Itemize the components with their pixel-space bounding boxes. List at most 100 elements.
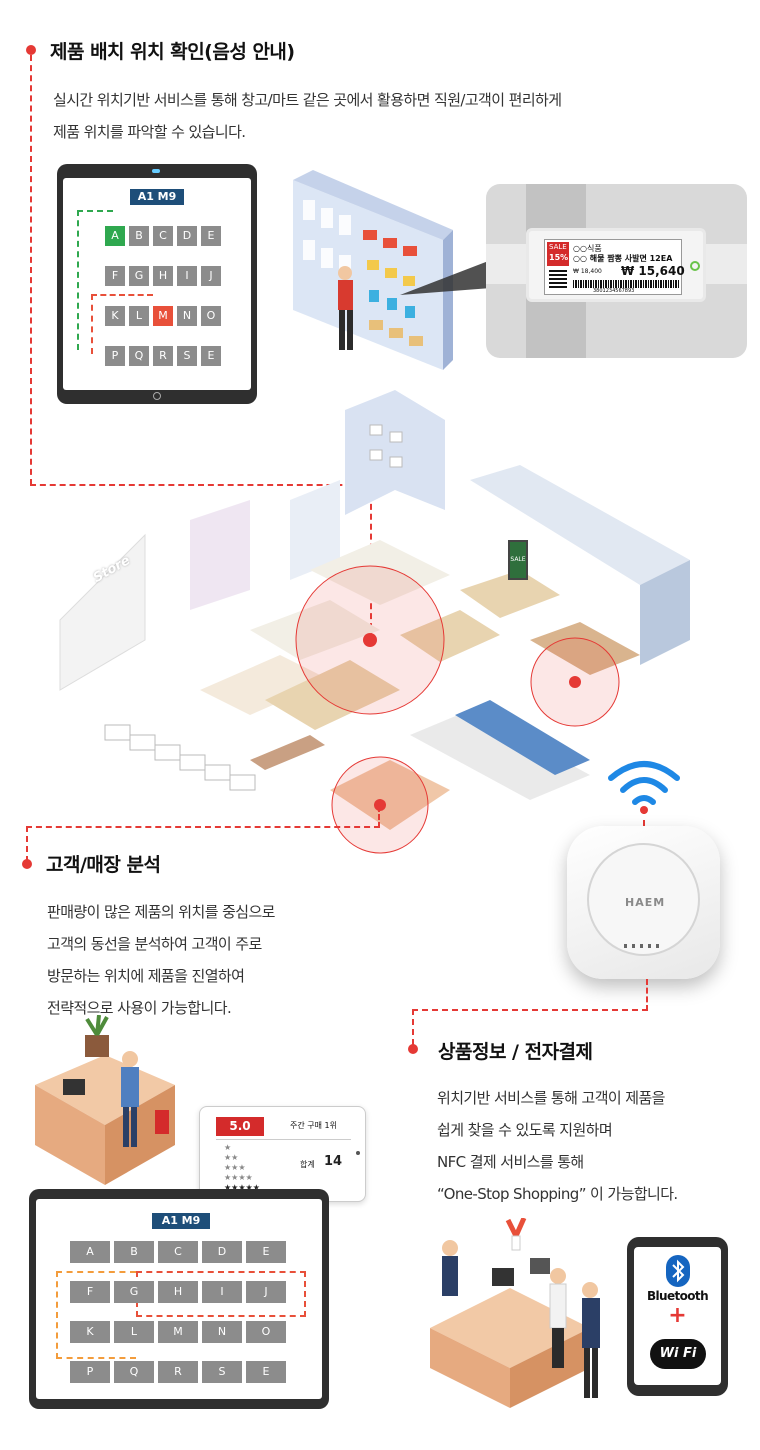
weekly-rank-card: 5.0 주간 구매 1위 ★ ★★ ★★★ ★★★★ ★★★★★ 합계 14 xyxy=(199,1106,366,1202)
shelf-cell[interactable]: N xyxy=(177,306,197,326)
shelf-cell[interactable]: M xyxy=(153,306,173,326)
access-point-ring xyxy=(587,843,700,956)
shelf-cell[interactable]: C xyxy=(153,226,173,246)
connector-line xyxy=(378,806,380,828)
product-name: ○○ 해물 짬뽕 사발면 12EA xyxy=(573,254,673,263)
section-marker-dot xyxy=(408,1044,418,1054)
camera-dot xyxy=(152,169,160,173)
description-line: 위치기반 서비스를 통해 고객이 제품을 xyxy=(437,1089,665,1107)
section-marker-dot xyxy=(22,859,32,869)
bluetooth-icon xyxy=(666,1255,690,1287)
shelf-cell[interactable]: K xyxy=(105,306,125,326)
description-line: “One-Stop Shopping” 이 가능합니다. xyxy=(437,1185,678,1203)
shelf-cell[interactable]: K xyxy=(70,1321,110,1343)
shelf-cell[interactable]: I xyxy=(177,266,197,286)
shelf-cell[interactable]: S xyxy=(202,1361,242,1383)
sale-label: SALE xyxy=(549,243,567,251)
sale-price: ₩ 15,640 xyxy=(621,264,685,278)
shelf-cell[interactable]: O xyxy=(246,1321,286,1343)
analysis-description: 판매량이 많은 제품의 위치를 중심으로 고객의 동선을 분석하여 고객이 주로… xyxy=(47,896,275,1024)
electronic-shelf-label: SALE 15% ○○식품 ○○ 해물 짬뽕 사발면 12EA ₩ 18,400… xyxy=(526,228,706,302)
shelf-cell[interactable]: E xyxy=(246,1241,286,1263)
shelf-cell[interactable]: B xyxy=(129,226,149,246)
status-led-icon xyxy=(690,261,700,271)
description-line: NFC 결제 서비스를 통해 xyxy=(437,1153,584,1171)
sale-badge xyxy=(547,242,569,266)
shelf-cell[interactable]: A xyxy=(105,226,125,246)
indicator-leds xyxy=(624,944,664,948)
shelf-cell[interactable]: R xyxy=(158,1361,198,1383)
sale-sign-text: SALE xyxy=(510,556,526,563)
rank-caption: 주간 구매 1위 xyxy=(290,1121,337,1130)
bluetooth-label: Bluetooth xyxy=(646,1289,709,1303)
shelf-cell[interactable]: Q xyxy=(129,346,149,366)
shelf-cell[interactable]: D xyxy=(202,1241,242,1263)
connector-line xyxy=(26,826,380,828)
shelf-cell[interactable]: A xyxy=(70,1241,110,1263)
shelf-cell[interactable]: E xyxy=(201,346,221,366)
description-line: 쉽게 찾을 수 있도록 지원하며 xyxy=(437,1121,613,1139)
shelf-cell[interactable]: H xyxy=(158,1281,198,1303)
store-floor-plan xyxy=(59,390,690,854)
description-line: 판매량이 많은 제품의 위치를 중심으로 xyxy=(47,903,275,921)
shelf-cell[interactable]: J xyxy=(201,266,221,286)
shelf-cell[interactable]: H xyxy=(153,266,173,286)
payment-title: 상품정보 / 전자결제 xyxy=(438,1041,593,1063)
smartphone: Bluetooth + Wi Fi xyxy=(627,1237,728,1396)
description-line: 고객의 동선을 분석하여 고객이 주로 xyxy=(47,935,262,953)
shelf-cell[interactable]: S xyxy=(177,346,197,366)
shelf-cell[interactable]: B xyxy=(114,1241,154,1263)
connector-line xyxy=(30,484,372,486)
connector-line xyxy=(643,808,645,826)
description-line: 전략적으로 사용이 가능합니다. xyxy=(47,999,232,1017)
total-value: 14 xyxy=(324,1154,343,1169)
shelf-cell[interactable]: P xyxy=(105,346,125,366)
score-badge: 5.0 xyxy=(216,1117,264,1136)
wifi-logo-text: Wi Fi xyxy=(659,1346,697,1361)
shelf-cell[interactable]: G xyxy=(129,266,149,286)
shelf-cell[interactable]: F xyxy=(105,266,125,286)
shelf-cell[interactable]: D xyxy=(177,226,197,246)
shelf-cell[interactable]: J xyxy=(246,1281,286,1303)
payment-description: 위치기반 서비스를 통해 고객이 제품을 쉽게 찾을 수 있도록 지원하며 NF… xyxy=(437,1082,678,1210)
connector-line xyxy=(412,1009,414,1045)
connector-line xyxy=(26,826,28,862)
route-green xyxy=(77,210,113,350)
shelf-cell[interactable]: O xyxy=(201,306,221,326)
location-title: 제품 배치 위치 확인(음성 안내) xyxy=(50,41,295,63)
counter-clerk-illustration xyxy=(35,1015,175,1185)
barcode xyxy=(573,280,679,288)
status-dot xyxy=(356,1151,360,1155)
qr-code xyxy=(549,270,567,288)
shelf-cell[interactable]: E xyxy=(201,226,221,246)
shelf-cell[interactable]: Q xyxy=(114,1361,154,1383)
home-button[interactable] xyxy=(153,392,161,400)
shelf-cell[interactable]: R xyxy=(153,346,173,366)
shelf-cell[interactable]: L xyxy=(114,1321,154,1343)
star-rating-icon: ★ ★★ ★★★ ★★★★ ★★★★★ xyxy=(224,1143,260,1192)
description-line: 실시간 위치기반 서비스를 통해 창고/마트 같은 곳에서 활용하면 직원/고객… xyxy=(53,91,562,109)
connector-line xyxy=(646,979,648,1011)
shelf-cell[interactable]: N xyxy=(202,1321,242,1343)
shelf-cell[interactable]: G xyxy=(114,1281,154,1303)
discount-label: 15% xyxy=(549,253,569,262)
shelf-cell[interactable]: I xyxy=(202,1281,242,1303)
shelf-cell[interactable]: C xyxy=(158,1241,198,1263)
shelf-cell[interactable]: E xyxy=(246,1361,286,1383)
shelf-cell[interactable]: F xyxy=(70,1281,110,1303)
barcode-number: 3801234567893 xyxy=(593,288,635,294)
section-marker-dot xyxy=(26,45,36,55)
access-point-device: HAEM xyxy=(567,826,720,979)
wifi-logo-icon: Wi Fi xyxy=(650,1339,706,1369)
shelf-cell[interactable]: L xyxy=(129,306,149,326)
plus-sign: + xyxy=(668,1303,687,1328)
shelf-cell[interactable]: P xyxy=(70,1361,110,1383)
brand-line: ○○식품 xyxy=(573,244,602,253)
shelf-cell[interactable]: M xyxy=(158,1321,198,1343)
checkout-illustration xyxy=(430,1218,600,1408)
sale-sign: SALE xyxy=(508,540,528,580)
